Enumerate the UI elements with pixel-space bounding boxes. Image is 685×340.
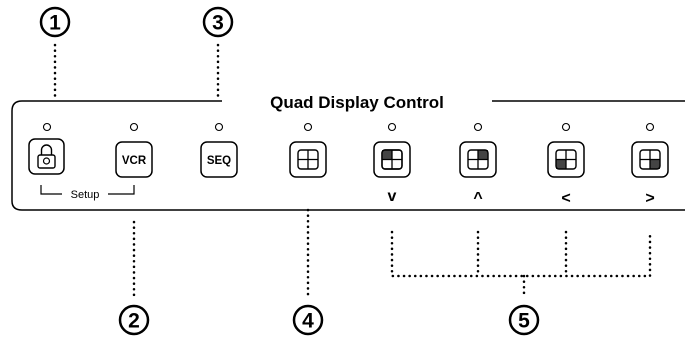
callout-5: 5 — [508, 304, 540, 336]
camera-3-led — [561, 122, 571, 132]
quad-led — [303, 122, 313, 132]
camera-2-led — [473, 122, 483, 132]
lock-button[interactable] — [28, 122, 65, 175]
svg-text:4: 4 — [302, 310, 314, 333]
up-arrow-label: ^ — [473, 190, 482, 207]
vcr-button-label: VCR — [122, 155, 147, 167]
panel-title: Quad Display Control — [270, 93, 444, 112]
setup-bracket — [40, 185, 135, 195]
svg-text:1: 1 — [49, 12, 61, 35]
lock-led — [42, 122, 52, 132]
callout-4: 4 — [292, 304, 324, 336]
right-arrow-label: > — [645, 190, 654, 207]
left-arrow-label: < — [561, 190, 570, 207]
quad-button[interactable] — [289, 122, 327, 178]
setup-label: Setup — [71, 189, 100, 201]
leader-5-bracket — [390, 230, 652, 298]
vcr-led — [129, 122, 139, 132]
callout-3: 3 — [202, 6, 234, 38]
seq-button[interactable]: SEQ — [200, 122, 238, 178]
camera-1-led — [387, 122, 397, 132]
callout-1: 1 — [39, 6, 71, 38]
camera-2-button[interactable] — [459, 122, 497, 178]
seq-led — [214, 122, 224, 132]
seq-button-label: SEQ — [207, 155, 231, 167]
callout-2: 2 — [118, 304, 150, 336]
quad-top-left-icon — [381, 149, 403, 170]
vcr-button[interactable]: VCR — [115, 122, 153, 178]
svg-text:5: 5 — [518, 310, 530, 333]
svg-text:3: 3 — [212, 12, 224, 35]
camera-4-button[interactable] — [631, 122, 669, 178]
down-arrow-label: v — [388, 188, 397, 205]
quad-bottom-right-icon — [639, 149, 661, 170]
camera-3-button[interactable] — [547, 122, 585, 178]
svg-text:2: 2 — [128, 310, 140, 333]
panel-frame — [11, 100, 685, 211]
quad-bottom-left-icon — [555, 149, 577, 170]
camera-4-led — [645, 122, 655, 132]
camera-1-button[interactable] — [373, 122, 411, 178]
quad-grid-icon — [297, 149, 319, 170]
quad-top-right-icon — [467, 149, 489, 170]
padlock-icon — [37, 144, 56, 169]
